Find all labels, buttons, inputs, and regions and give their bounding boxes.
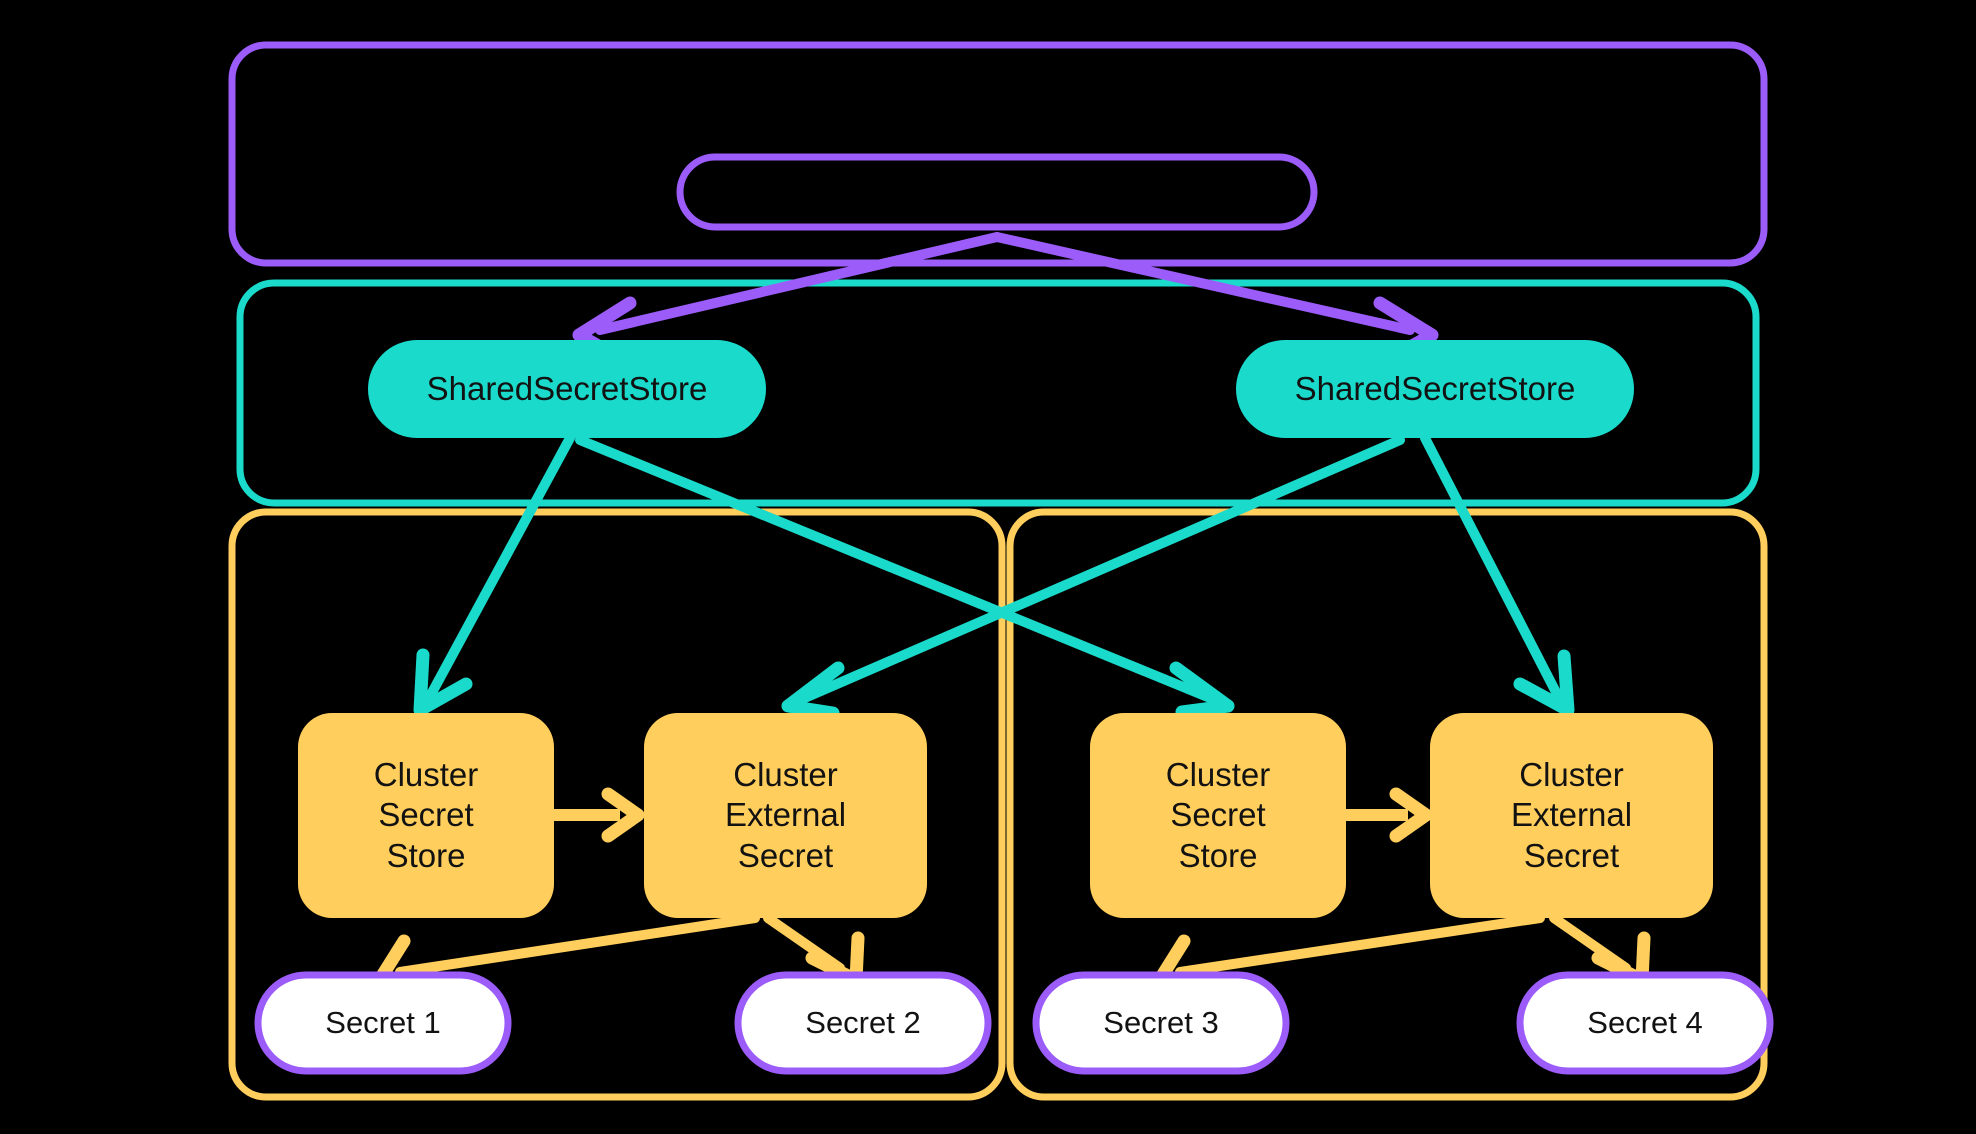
edge-css-left-to-ces-left [554, 787, 645, 843]
edge-sss-right-to-ces-left [781, 435, 1405, 720]
label-cluster-secret-store-left: Cluster Secret Store [373, 756, 479, 874]
node-operator[interactable] [676, 153, 1318, 231]
edge-operator-to-sss-left [572, 232, 1002, 363]
label-shared-secret-store-right: SharedSecretStore [1294, 369, 1576, 407]
node-shared-secret-store-left[interactable] [368, 340, 766, 438]
label-cluster-external-secret-left: Cluster External Secret [724, 756, 847, 874]
label-cluster-external-secret-right: Cluster External Secret [1510, 756, 1633, 874]
node-cluster-external-secret-right[interactable] [1430, 713, 1713, 918]
label-secret-1: Secret 1 [325, 1005, 441, 1041]
container-shared-store-scope[interactable] [236, 279, 1760, 507]
edge-sss-left-to-css-right [575, 435, 1235, 719]
node-secret-1[interactable] [254, 971, 512, 1075]
node-cluster-external-secret-left[interactable] [644, 713, 927, 918]
container-tenant-cluster-right[interactable] [1006, 508, 1768, 1101]
label-cluster-secret-store-right: Cluster Secret Store [1165, 756, 1271, 874]
label-secret-2: Secret 2 [805, 1005, 921, 1041]
container-tenant-cluster-left[interactable] [228, 508, 1006, 1101]
edge-css-right-to-ces-right [1346, 787, 1433, 843]
edge-ces-left-to-secret-2 [763, 913, 865, 987]
label-secret-4: Secret 4 [1587, 1005, 1703, 1041]
node-secret-4[interactable] [1516, 971, 1774, 1075]
edge-sss-left-to-css-left [413, 433, 575, 717]
label-shared-secret-store-left: SharedSecretStore [426, 369, 708, 407]
node-cluster-secret-store-right[interactable] [1090, 713, 1346, 918]
edge-operator-to-sss-right [992, 232, 1439, 363]
node-shared-secret-store-right[interactable] [1236, 340, 1634, 438]
container-management-cluster[interactable] [228, 41, 1768, 267]
node-secret-3[interactable] [1032, 971, 1290, 1075]
edge-ces-right-to-secret-4 [1549, 913, 1651, 987]
label-secret-3: Secret 3 [1103, 1005, 1219, 1041]
node-secret-2[interactable] [734, 971, 992, 1075]
node-cluster-secret-store-left[interactable] [298, 713, 554, 918]
edge-sss-right-to-ces-right [1420, 433, 1575, 717]
